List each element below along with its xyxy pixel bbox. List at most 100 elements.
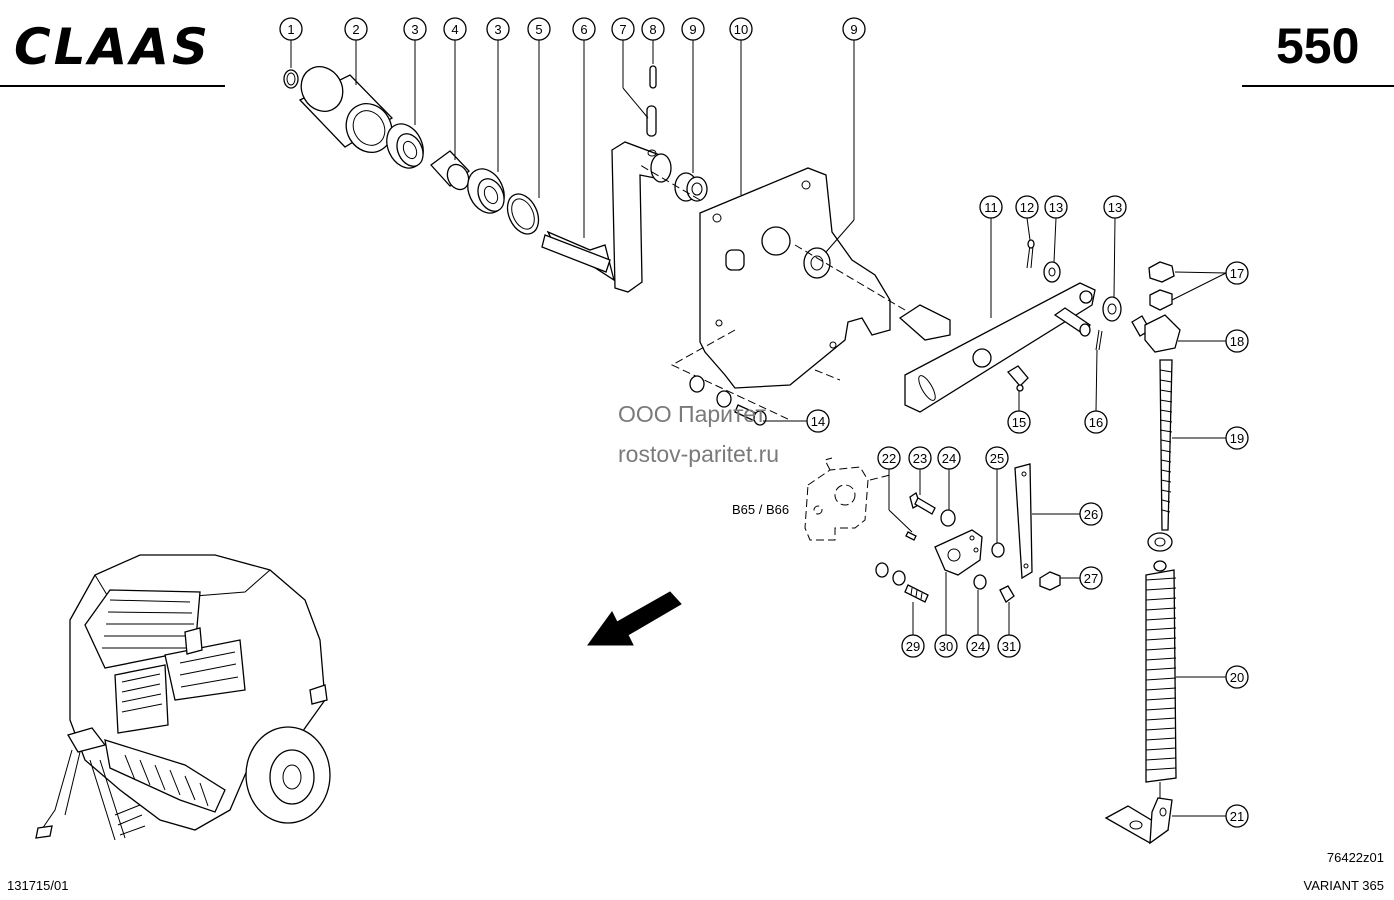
svg-text:9: 9	[850, 22, 857, 37]
part-bolt-set-14	[689, 375, 767, 426]
callout-9a: 9	[681, 17, 705, 173]
svg-text:31: 31	[1002, 639, 1016, 654]
svg-text:2: 2	[352, 22, 359, 37]
part-lever-11	[898, 282, 1096, 413]
callout-3b: 3	[486, 17, 510, 172]
part-spacer-4	[430, 150, 470, 191]
part-bracket-21	[1104, 797, 1173, 845]
svg-text:16: 16	[1089, 415, 1103, 430]
assembly-line-3	[670, 329, 791, 421]
page-number: 550	[1276, 18, 1359, 74]
callout-22: 22	[877, 446, 913, 533]
svg-text:5: 5	[535, 22, 542, 37]
svg-text:9: 9	[689, 22, 696, 37]
watermark-company: ООО Паритет	[618, 401, 766, 427]
callout-25: 25	[985, 446, 1009, 543]
svg-text:26: 26	[1084, 507, 1098, 522]
doc-number: 131715/01	[7, 878, 68, 893]
svg-text:4: 4	[451, 22, 458, 37]
callout-12: 12	[1015, 195, 1039, 241]
svg-text:14: 14	[811, 414, 825, 429]
part-washer-13a	[1043, 261, 1061, 283]
svg-text:23: 23	[913, 451, 927, 466]
callout-24b: 24	[966, 590, 990, 658]
callout-3a: 3	[403, 17, 427, 125]
part-plate-26	[1014, 463, 1033, 580]
part-bolt-23	[909, 492, 936, 515]
svg-text:13: 13	[1049, 200, 1063, 215]
svg-text:25: 25	[990, 451, 1004, 466]
part-circlip-1	[283, 69, 299, 89]
part-pin-8	[649, 65, 657, 89]
part-washer-25	[991, 542, 1005, 558]
callout-13b: 13	[1103, 195, 1127, 298]
watermark-website: rostov-paritet.ru	[618, 441, 779, 467]
part-split-pin-12	[1026, 239, 1035, 269]
svg-text:22: 22	[882, 451, 896, 466]
part-nuts-17	[1148, 261, 1175, 311]
part-washer-24a	[940, 509, 956, 527]
svg-text:21: 21	[1230, 809, 1244, 824]
part-bracket-plate-10	[699, 167, 891, 389]
callout-13a: 13	[1044, 195, 1068, 263]
svg-text:10: 10	[734, 22, 748, 37]
arrow-icon	[587, 591, 682, 646]
callout-27: 27	[1060, 566, 1103, 590]
svg-text:30: 30	[939, 639, 953, 654]
svg-text:20: 20	[1230, 670, 1244, 685]
part-split-pin-16	[1095, 329, 1103, 351]
part-washer-24b	[973, 574, 987, 590]
svg-text:29: 29	[906, 639, 920, 654]
callout-16: 16	[1084, 349, 1108, 434]
callout-6: 6	[572, 17, 596, 238]
svg-text:1: 1	[287, 22, 294, 37]
drawing-id: 76422z01	[1327, 850, 1384, 865]
svg-text:12: 12	[1020, 200, 1034, 215]
callout-20: 20	[1176, 665, 1249, 689]
callout-5: 5	[527, 17, 551, 198]
callout-18: 18	[1178, 329, 1249, 353]
svg-text:13: 13	[1108, 200, 1122, 215]
callout-23: 23	[908, 446, 932, 495]
brand-logo: CLAAS	[14, 18, 211, 76]
svg-text:3: 3	[411, 22, 418, 37]
callout-15: 15	[1007, 391, 1031, 434]
assembly-line-1	[794, 244, 906, 311]
svg-text:7: 7	[619, 22, 626, 37]
part-washer-13b	[1102, 296, 1122, 322]
part-sensor-holder: B65 / B66	[732, 457, 869, 541]
callout-8: 8	[641, 17, 665, 64]
svg-text:24: 24	[971, 639, 985, 654]
part-grease-nipple-15	[1007, 365, 1029, 392]
callout-19: 19	[1172, 426, 1249, 450]
svg-text:15: 15	[1012, 415, 1026, 430]
part-pin-7	[646, 105, 657, 137]
callout-10: 10	[729, 17, 753, 195]
svg-text:27: 27	[1084, 571, 1098, 586]
callout-4: 4	[443, 17, 467, 160]
part-threaded-rod-19	[1147, 359, 1173, 552]
part-clevis-18	[1131, 314, 1181, 353]
part-crank-6	[541, 141, 672, 293]
part-bearing-3a	[386, 123, 424, 169]
callout-2: 2	[344, 17, 368, 85]
assembly-line-5	[869, 474, 891, 481]
callout-7: 7	[611, 17, 649, 119]
svg-text:19: 19	[1230, 431, 1244, 446]
callout-14: 14	[763, 409, 830, 433]
part-snap-ring-5	[506, 193, 540, 235]
part-pin-22	[905, 531, 917, 541]
part-bearing-3b	[467, 168, 505, 214]
callout-11: 11	[979, 195, 1003, 318]
part-bushing-9a	[674, 172, 708, 202]
callout-30: 30	[934, 572, 958, 658]
assembly-line-4	[814, 369, 841, 381]
svg-text:11: 11	[984, 200, 998, 215]
svg-text:3: 3	[494, 22, 501, 37]
svg-text:17: 17	[1230, 266, 1244, 281]
model-name: VARIANT 365	[1304, 878, 1384, 893]
callout-31: 31	[997, 602, 1021, 658]
svg-text:18: 18	[1230, 334, 1244, 349]
